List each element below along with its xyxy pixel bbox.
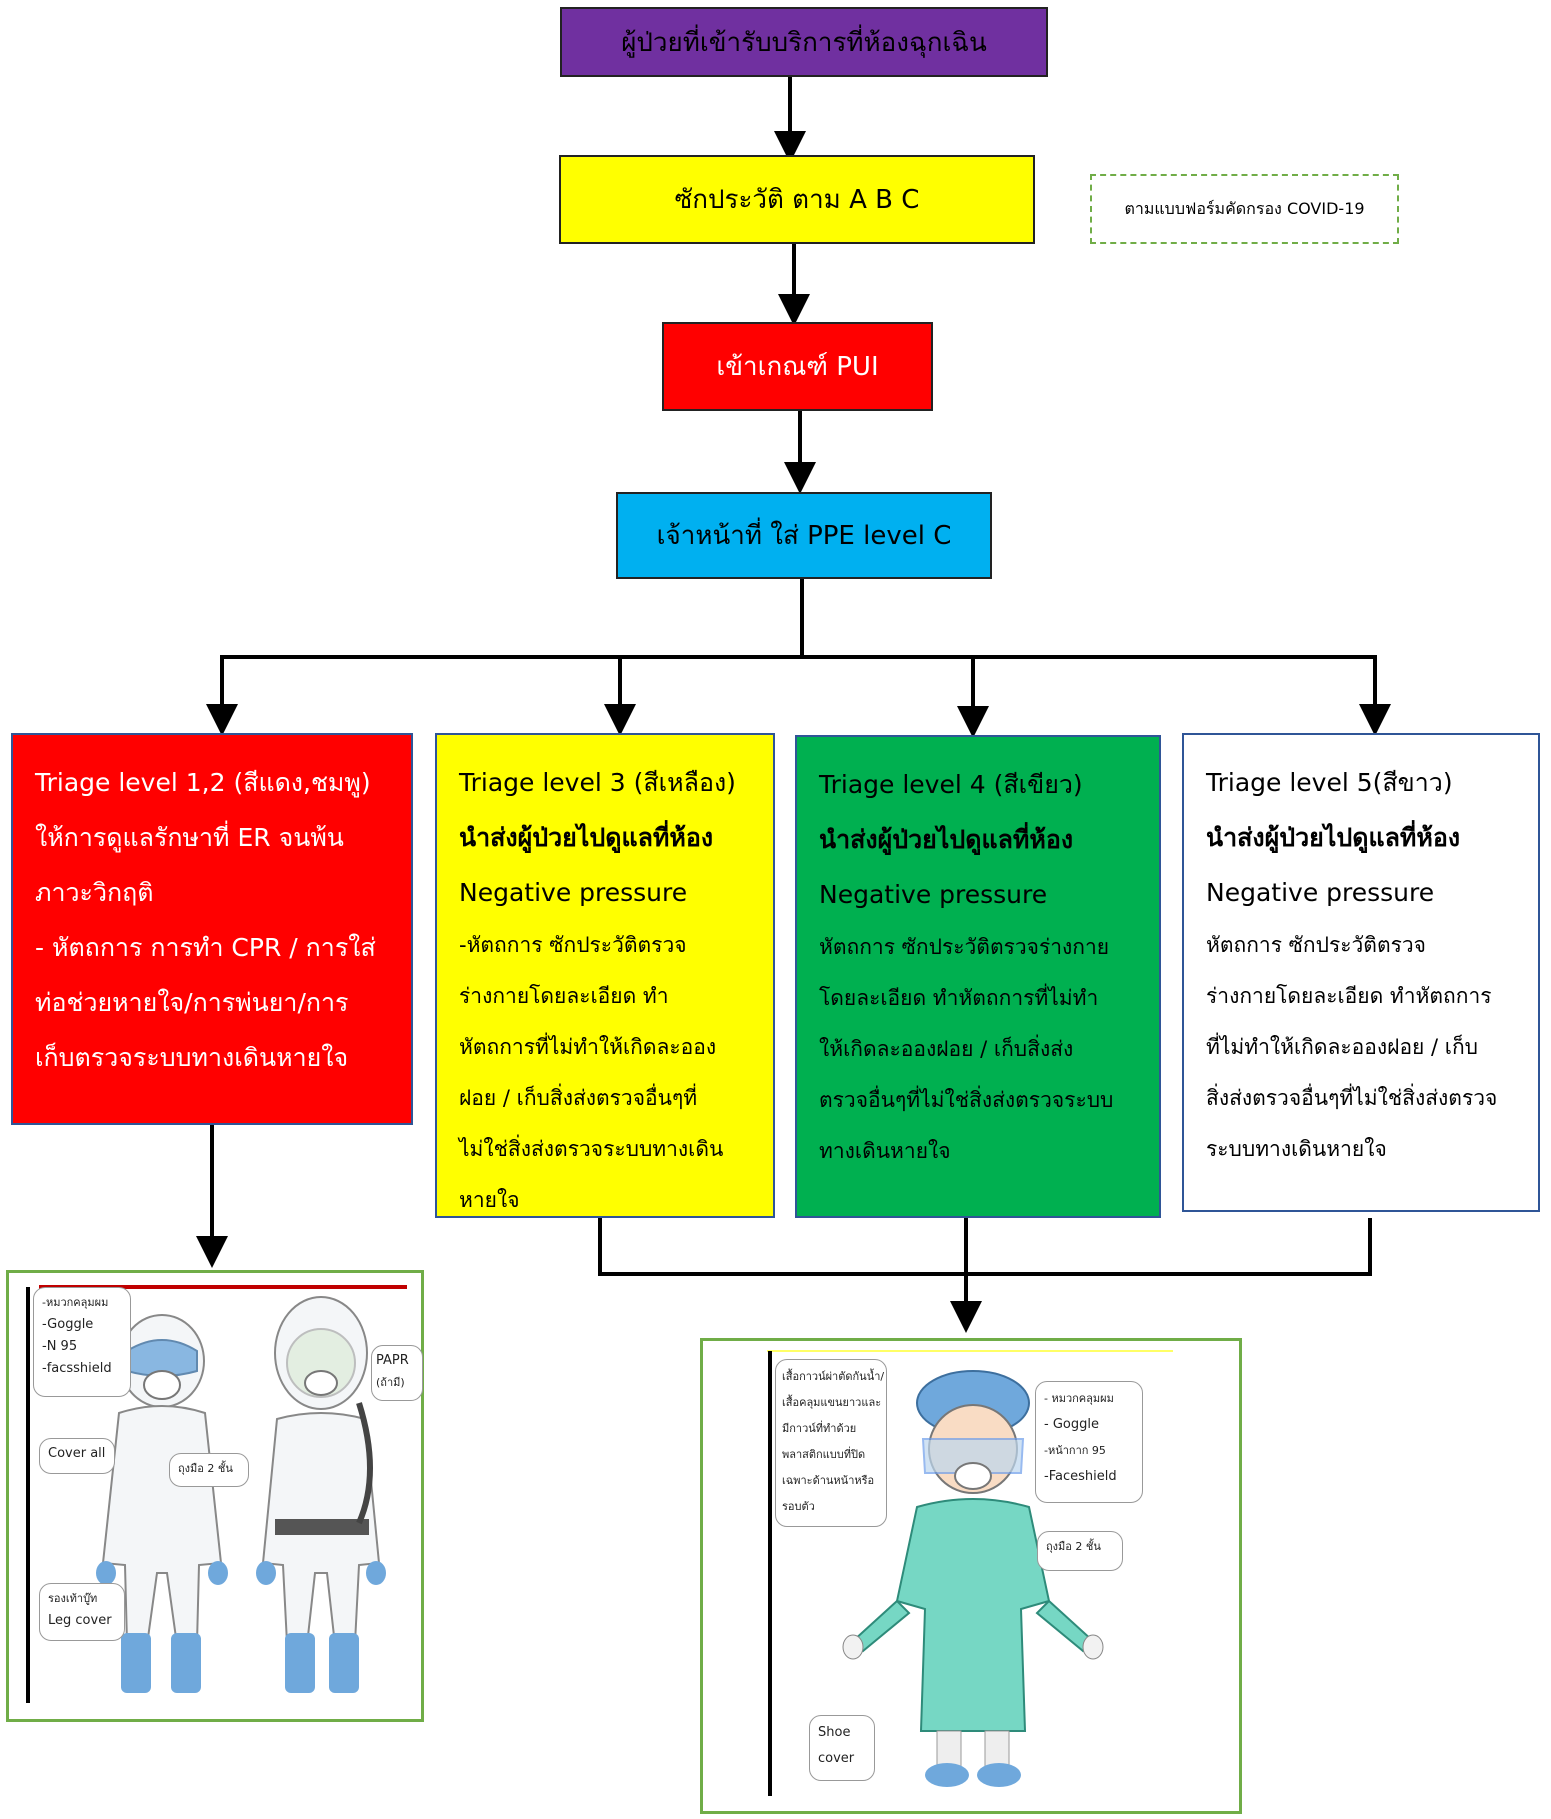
coverall-papr-1: PAPR [376,1353,409,1368]
coverall-legs-2: Leg cover [48,1613,112,1628]
gown-callout-6: รอบตัว [782,1500,815,1513]
flow-step-history: ซักประวัติ ตาม A B C [559,155,1035,244]
triage-level-1-2: Triage level 1,2 (สีแดง,ชมพู) ให้การดูแล… [11,733,413,1125]
triage-l4-detail-5: ทางเดินหายใจ [819,1139,951,1163]
triage-l12-line-2: ให้การดูแลรักษาที่ ER จนพ้น [35,823,344,852]
triage-l3-line-2: นำส่งผู้ป่วยไปดูแลที่ห้อง [459,823,714,852]
gown-callout-1: เสื้อกาวน์ผ่าตัดกันน้ำ/ [782,1370,885,1383]
coverall-gloves-callout: ถุงมือ 2 ชั้น [169,1453,249,1487]
gown-shoe-callout: Shoe cover [809,1715,875,1781]
triage-l5-detail-2: ร่างกายโดยละเอียด ทำหัตถการ [1206,984,1492,1008]
gown-head-callout: - หมวกคลุมผม - Goggle -หน้ากาก 95 -Faces… [1035,1381,1143,1503]
coverall-suit-label: Cover all [48,1446,106,1461]
coverall-figure-2 [256,1296,386,1693]
triage-l5-detail-5: ระบบทางเดินหายใจ [1206,1137,1387,1161]
gown-callout: เสื้อกาวน์ผ่าตัดกันน้ำ/ เสื้อคลุมแขนยาวแ… [775,1359,887,1527]
gown-gloves-label: ถุงมือ 2 ชั้น [1046,1540,1101,1553]
gown-head-3: -หน้ากาก 95 [1044,1444,1106,1457]
coverall-suit-callout: Cover all [39,1438,115,1474]
triage-l4-title: Triage level 4 (สีเขียว) [819,770,1083,799]
triage-l3-detail-5: ไม่ใช่สิ่งส่งตรวจระบบทางเดิน [459,1137,724,1161]
gown-callout-5: เฉพาะด้านหน้าหรือ [782,1474,875,1487]
triage-l3-detail-6: หายใจ [459,1188,520,1212]
ppe-coverall-illustration [26,1285,407,1703]
ppe-gown-illustration [767,1350,1173,1796]
coverall-head-1: -หมวกคลุมผม [42,1296,109,1309]
coverall-papr-2: (ถ้ามี) [376,1376,405,1389]
triage-l3-detail-2: ร่างกายโดยละเอียด ทำ [459,984,669,1008]
coverall-head-3: -N 95 [42,1339,78,1354]
triage-l12-line-4: - หัตถการ การทำ CPR / การใส่ [35,933,376,962]
gown-gloves-callout: ถุงมือ 2 ชั้น [1037,1531,1123,1571]
triage-l4-detail-1: หัตถการ ซักประวัติตรวจร่างกาย [819,935,1110,959]
triage-level-5: Triage level 5(สีขาว) นำส่งผู้ป่วยไปดูแล… [1182,733,1540,1212]
ppe-gown-panel: เสื้อกาวน์ผ่าตัดกันน้ำ/ เสื้อคลุมแขนยาวแ… [700,1338,1242,1814]
triage-l3-title: Triage level 3 (สีเหลือง) [459,768,736,797]
triage-l3-detail-4: ฝอย / เก็บสิ่งส่งตรวจอื่นๆที่ [459,1086,698,1110]
gown-figure [842,1370,1104,1787]
triage-l4-line-3: Negative pressure [819,880,1048,909]
coverall-papr-callout: PAPR (ถ้ามี) [371,1345,423,1401]
flow-step-er-patient-label: ผู้ป่วยที่เข้ารับบริการที่ห้องฉุกเฉิน [621,27,987,58]
gown-head-1: - หมวกคลุมผม [1044,1392,1114,1405]
triage-l5-title: Triage level 5(สีขาว) [1206,768,1453,797]
triage-l5-line-3: Negative pressure [1206,878,1435,907]
gown-shoe-1: Shoe [818,1725,851,1740]
flow-step-ppe-label: เจ้าหน้าที่ ใส่ PPE level C [656,521,952,551]
flow-step-pui-label: เข้าเกณฑ์ PUI [716,352,879,382]
triage-l12-line-3: ภาวะวิกฤติ [35,878,154,907]
triage-l5-detail-1: หัตถการ ซักประวัติตรวจ [1206,933,1426,957]
gown-head-4: -Faceshield [1044,1469,1117,1484]
coverall-legs-callout: รองเท้าบู๊ท Leg cover [39,1583,125,1641]
triage-l4-detail-3: ให้เกิดละอองฝอย / เก็บสิ่งส่ง [819,1037,1074,1061]
coverall-gloves-label: ถุงมือ 2 ชั้น [178,1462,233,1475]
triage-l3-line-3: Negative pressure [459,878,688,907]
triage-l4-detail-2: โดยละเอียด ทำหัตถการที่ไม่ทำ [819,986,1099,1010]
triage-l12-line-1: Triage level 1,2 (สีแดง,ชมพู) [35,768,371,797]
gown-shoe-2: cover [818,1751,855,1766]
triage-l3-detail-3: หัตถการที่ไม่ทำให้เกิดละออง [459,1035,717,1059]
coverall-legs-1: รองเท้าบู๊ท [48,1592,98,1605]
triage-l4-detail-4: ตรวจอื่นๆที่ไม่ใช่สิ่งส่งตรวจระบบ [819,1088,1114,1112]
gown-callout-2: เสื้อคลุมแขนยาวและ [782,1396,882,1409]
triage-l4-line-2: นำส่งผู้ป่วยไปดูแลที่ห้อง [819,825,1074,854]
triage-l12-line-6: เก็บตรวจระบบทางเดินหายใจ [35,1043,349,1072]
gown-head-2: - Goggle [1044,1417,1099,1432]
triage-level-3: Triage level 3 (สีเหลือง) นำส่งผู้ป่วยไป… [435,733,775,1218]
triage-l12-line-5: ท่อช่วยหายใจ/การพ่นยา/การ [35,988,349,1017]
triage-l5-detail-4: สิ่งส่งตรวจอื่นๆที่ไม่ใช่สิ่งส่งตรวจ [1206,1086,1498,1110]
triage-level-4: Triage level 4 (สีเขียว) นำส่งผู้ป่วยไปด… [795,735,1161,1218]
triage-l5-detail-3: ที่ไม่ทำให้เกิดละอองฝอย / เก็บ [1206,1035,1479,1059]
screening-form-note-label: ตามแบบฟอร์มคัดกรอง COVID-19 [1124,198,1365,218]
screening-form-note: ตามแบบฟอร์มคัดกรอง COVID-19 [1090,174,1399,244]
triage-l5-line-2: นำส่งผู้ป่วยไปดูแลที่ห้อง [1206,823,1461,852]
coverall-head-4: -facsshield [42,1361,112,1376]
flow-step-er-patient: ผู้ป่วยที่เข้ารับบริการที่ห้องฉุกเฉิน [560,7,1048,77]
coverall-head-2: -Goggle [42,1317,94,1332]
gown-callout-3: มีกาวน์ที่ทำด้วย [782,1422,857,1435]
coverall-head-callout: -หมวกคลุมผม -Goggle -N 95 -facsshield [33,1287,131,1397]
triage-l3-detail-1: -หัตถการ ซักประวัติตรวจ [459,933,687,957]
flow-step-pui: เข้าเกณฑ์ PUI [662,322,933,411]
gown-callout-4: พลาสติกแบบที่ปิด [782,1448,866,1461]
ppe-coverall-panel: -หมวกคลุมผม -Goggle -N 95 -facsshield PA… [6,1270,424,1722]
flow-step-history-label: ซักประวัติ ตาม A B C [674,185,920,215]
flow-step-ppe: เจ้าหน้าที่ ใส่ PPE level C [616,492,992,579]
